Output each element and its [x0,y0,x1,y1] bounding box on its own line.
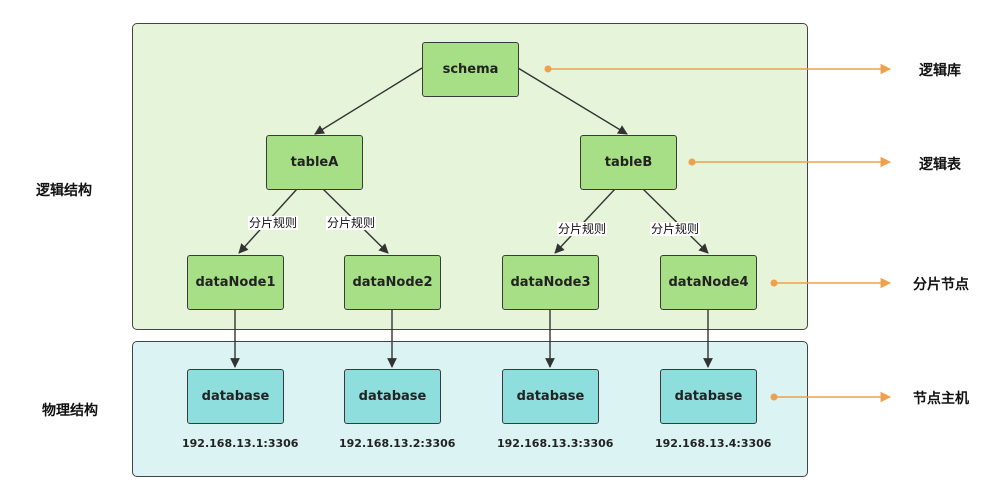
legend-node-host: 节点主机 [913,391,969,407]
shard-rule-label-4: 分片规则 [650,222,701,236]
dataNode-2: dataNode2 [344,255,441,310]
shard-rule-label-3: 分片规则 [557,222,608,236]
host-address-2: 192.168.13.2:3306 [339,437,456,450]
host-address-1: 192.168.13.1:3306 [182,437,299,450]
tableA-node: tableA [266,135,363,190]
legend-shard-node: 分片节点 [913,277,969,293]
edge-tableB-dataNode3 [554,188,616,254]
logical-structure-label: 逻辑结构 [36,183,92,199]
legend-logical-table: 逻辑表 [919,157,961,173]
database-node-2: database [344,369,441,424]
dataNode-1: dataNode1 [187,255,284,310]
host-address-4: 192.168.13.4:3306 [655,437,772,450]
schema-node: schema [422,42,519,97]
edge-schema-tableB [517,67,628,135]
dataNode-4: dataNode4 [660,255,757,310]
physical-structure-label: 物理结构 [42,403,98,419]
dataNode-3: dataNode3 [502,255,599,310]
edge-tableB-dataNode4 [642,188,709,254]
host-address-3: 192.168.13.3:3306 [497,437,614,450]
database-node-1: database [187,369,284,424]
database-node-4: database [660,369,757,424]
legend-logical-db: 逻辑库 [919,63,961,79]
edge-schema-tableA [314,67,423,135]
shard-rule-label-2: 分片规则 [326,216,377,230]
shard-rule-label-1: 分片规则 [248,216,299,230]
tableB-node: tableB [580,135,677,190]
database-node-3: database [502,369,599,424]
